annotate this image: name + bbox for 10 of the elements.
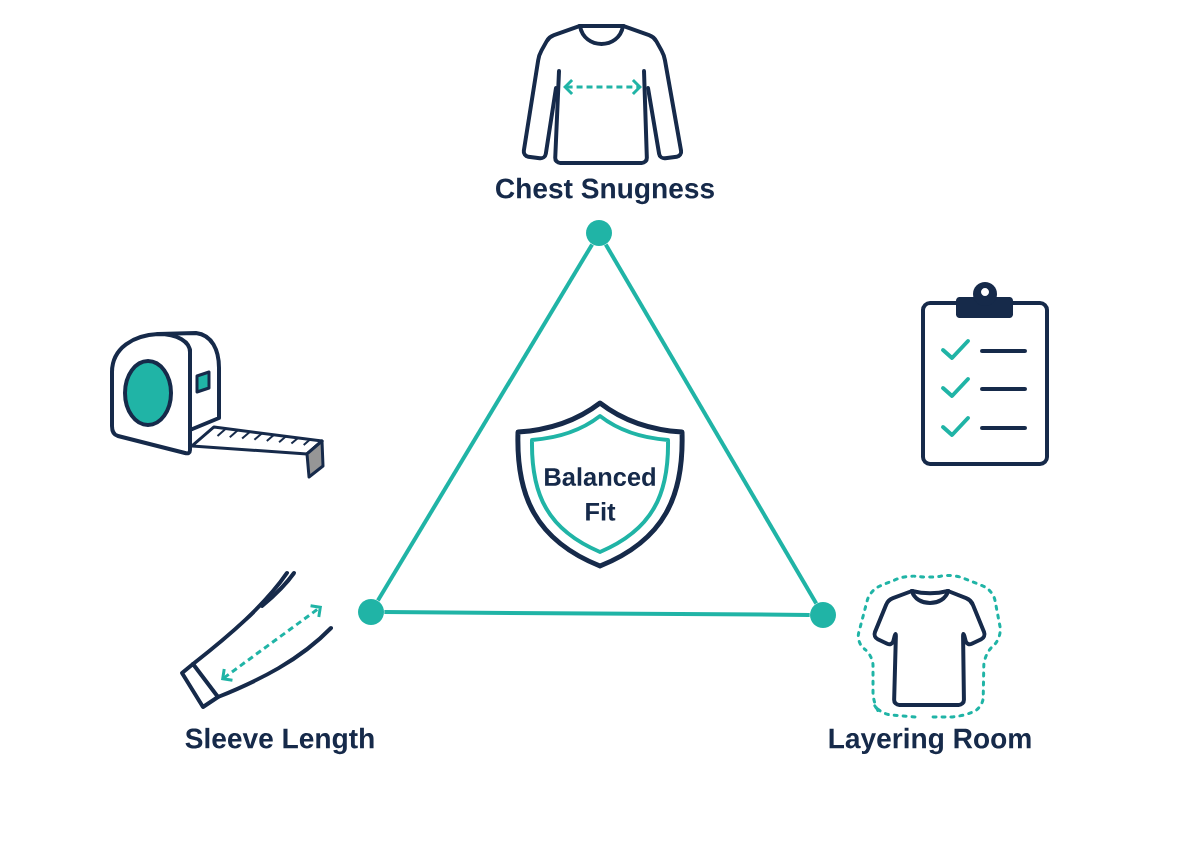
vertex-label: Layering Room	[829, 727, 1031, 755]
vertex-label: Chest Snugness	[496, 177, 714, 205]
vertex-dot	[358, 599, 384, 625]
vertex-dot	[586, 220, 612, 246]
vertex-dot	[810, 602, 836, 628]
shield-badge: Balanced Fit	[515, 400, 685, 569]
triangle-side	[376, 243, 594, 602]
triangle-side	[384, 610, 810, 617]
vertex-label: Sleeve Length	[185, 727, 374, 755]
triangle-side	[604, 243, 818, 605]
